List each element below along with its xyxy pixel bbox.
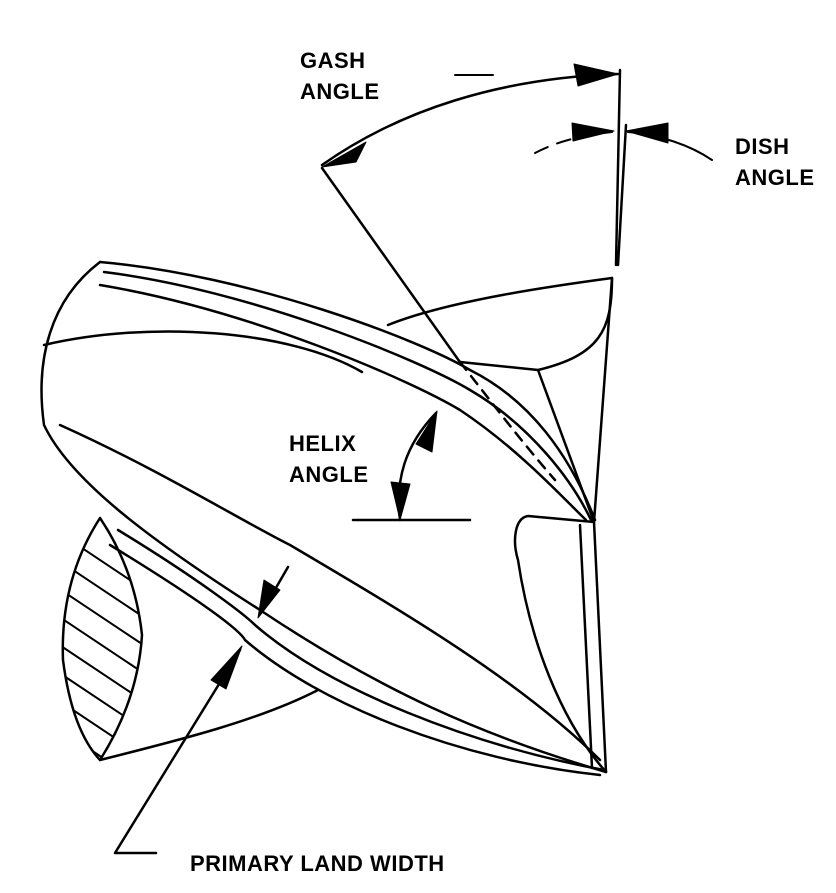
hatched-section-outline <box>61 516 144 762</box>
helix-angle-label-line-2: ANGLE <box>289 462 369 487</box>
primary-land-width-label: PRIMARY LAND WIDTH <box>190 851 445 876</box>
upper-flute-inner-edge-2 <box>98 283 588 522</box>
dish-arrow-right <box>625 122 669 144</box>
dish-angle-arc-right <box>627 131 713 161</box>
body-cross-curve <box>42 330 364 374</box>
dish-angle-line <box>616 123 628 267</box>
gash-back-edge <box>592 276 614 524</box>
hatch-lines <box>62 519 142 760</box>
upper-flute-inner-edge-1 <box>102 270 593 522</box>
helix-angle-label-line-1: HELIX <box>289 431 357 456</box>
tip-notch <box>513 514 608 774</box>
gash-arrow-right <box>573 63 619 87</box>
gash-angle-arc <box>320 72 620 167</box>
helix-arrow-up <box>415 410 438 453</box>
gash-angle-label-line-2: ANGLE <box>300 79 380 104</box>
gash-arrow-left <box>321 141 367 168</box>
gash-face <box>386 276 614 372</box>
helix-angle-label: HELIX ANGLE <box>289 428 369 490</box>
lower-flute-edge-1 <box>58 423 602 762</box>
dish-arrow-left <box>571 122 615 142</box>
vertical-reference-line <box>614 68 622 267</box>
gash-angle-label: GASH ANGLE <box>300 45 380 107</box>
dish-angle-label: DISH ANGLE <box>735 131 815 193</box>
primary-land-line-2 <box>108 543 602 777</box>
tip-side-edge-1 <box>592 520 608 774</box>
land-arrow-down <box>257 579 281 619</box>
helix-arrow-down <box>390 481 411 521</box>
gash-angle-label-line-1: GASH <box>300 48 366 73</box>
gash-edge <box>536 368 596 524</box>
upper-flute-edge <box>98 260 597 522</box>
land-arrow-up <box>210 645 243 690</box>
gash-angle-reference-line <box>320 166 464 367</box>
land-width-leader-line <box>113 648 242 855</box>
dish-angle-label-line-1: DISH <box>735 134 790 159</box>
gash-dashed-line <box>458 360 557 482</box>
tool-body-outline <box>40 260 608 774</box>
tip-side-edge-2 <box>578 523 594 770</box>
primary-land-line-1 <box>116 528 606 772</box>
dish-angle-label-line-2: ANGLE <box>735 165 815 190</box>
lower-lip <box>98 688 320 762</box>
